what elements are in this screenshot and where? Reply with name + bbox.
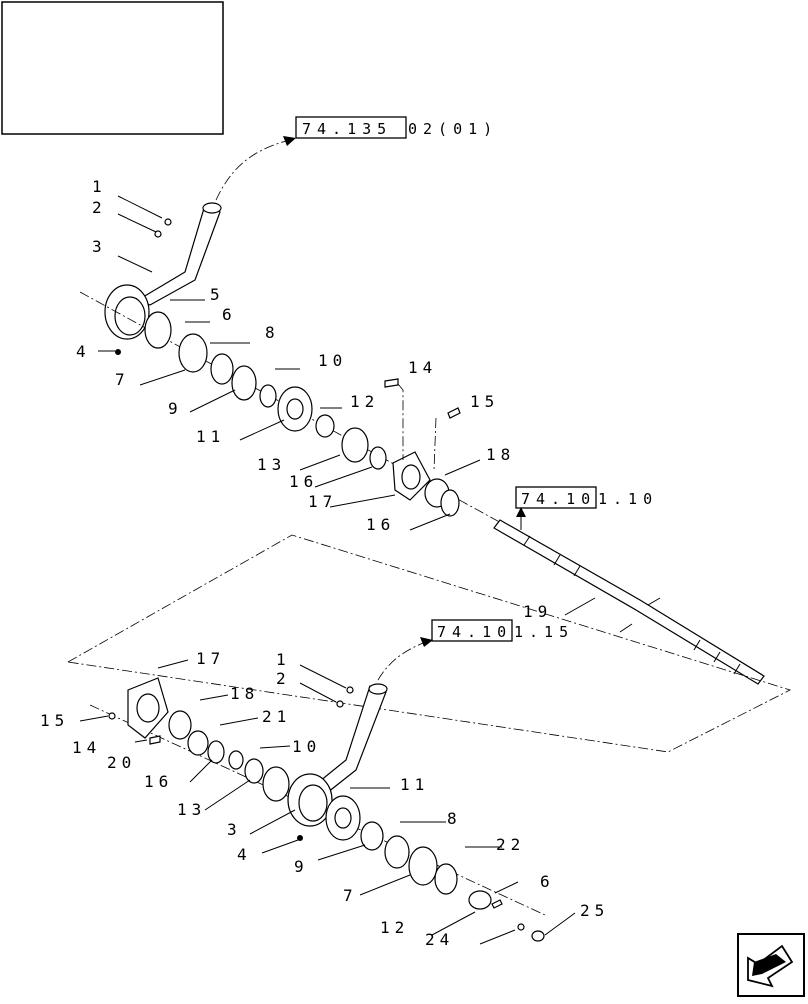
- callout-label: 4: [237, 845, 252, 864]
- callout-label: 14: [72, 738, 101, 757]
- callout-label: 1: [276, 650, 291, 669]
- callout-label: 14: [408, 358, 437, 377]
- svg-text:74.135: 74.135: [302, 120, 392, 138]
- leader-lines: [79, 195, 596, 945]
- svg-text:1.15: 1.15: [514, 623, 574, 641]
- callout-label: 6: [540, 872, 555, 891]
- callout-label: 8: [265, 323, 280, 342]
- callout-label: 2: [92, 198, 107, 217]
- callout-label: 22: [496, 835, 525, 854]
- callout-label: 16: [366, 515, 395, 534]
- callout-label: 11: [400, 775, 429, 794]
- callout-label: 21: [262, 707, 291, 726]
- svg-text:74.10: 74.10: [437, 623, 512, 641]
- callout-label: 10: [318, 351, 347, 370]
- callout-label: 6: [222, 305, 237, 324]
- callout-label: 7: [343, 886, 358, 905]
- svg-text:1.10: 1.10: [598, 490, 658, 508]
- svg-text:02(01): 02(01): [408, 120, 498, 138]
- callout-label: 7: [115, 370, 130, 389]
- callout-label: 1: [92, 177, 107, 196]
- callout-label: 8: [447, 809, 462, 828]
- callout-label: 18: [230, 684, 259, 703]
- callout-label: 24: [425, 930, 454, 949]
- callout-label-shaft: 19: [523, 602, 552, 621]
- callout-label: 3: [227, 820, 242, 839]
- callout-label: 13: [257, 455, 286, 474]
- lever-arm-upper: [104, 202, 222, 340]
- callout-label: 25: [580, 901, 609, 920]
- callout-label: 17: [196, 649, 225, 668]
- callout-label: 17: [308, 492, 337, 511]
- callout-label: 16: [144, 772, 173, 791]
- lower-callouts: 17 1 2 15 18 14 20 21 16 10 13 11 3 4 8 …: [40, 649, 609, 949]
- callout-label: 15: [40, 711, 69, 730]
- callout-label: 4: [76, 342, 91, 361]
- callout-label: 15: [470, 392, 499, 411]
- callout-label: 9: [294, 857, 309, 876]
- callout-label: 16: [289, 472, 318, 491]
- lever-arm-lower: [287, 683, 388, 827]
- callout-label: 12: [350, 392, 379, 411]
- title-block: [1, 1, 224, 135]
- callout-label: 9: [168, 399, 183, 418]
- reference-74-135[interactable]: 74.135 02(01): [295, 116, 498, 139]
- callout-label: 2: [276, 669, 291, 688]
- callout-label: 10: [292, 737, 321, 756]
- callout-label: 11: [196, 427, 225, 446]
- callout-label: 12: [380, 918, 409, 937]
- callout-label: 5: [210, 285, 225, 304]
- callout-label: 18: [486, 445, 515, 464]
- shaft-19: [493, 519, 765, 685]
- reference-74-101-15[interactable]: 74.10 1.15: [431, 619, 574, 642]
- callout-label: 3: [92, 237, 107, 256]
- reference-74-101-10[interactable]: 74.10 1.10: [515, 486, 658, 509]
- callout-label: 13: [177, 800, 206, 819]
- svg-text:74.10: 74.10: [521, 490, 596, 508]
- return-arrow-icon[interactable]: [737, 933, 805, 997]
- upper-callouts: 1 2 3 4 5 6 7 8 9 10 11 12 13 14 15 16 1…: [76, 177, 515, 534]
- callout-label: 20: [107, 753, 136, 772]
